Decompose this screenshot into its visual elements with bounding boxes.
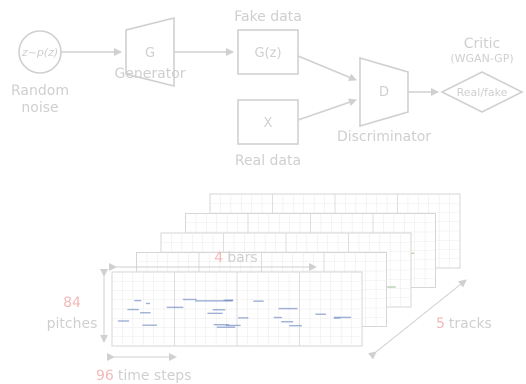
note [182,298,197,301]
note [134,299,142,302]
pitches-number: 84 [63,295,81,311]
pitches-dimension: 84 pitches [47,269,108,343]
critic-title: Critic [464,36,501,52]
real-data-label: X [264,116,273,131]
note [273,316,283,319]
note [253,300,264,302]
note [139,312,151,314]
note [333,317,341,319]
noise-node-label: z~p(z) [21,46,58,59]
note [281,321,294,323]
track-layer [111,271,363,347]
noise-caption-line1: Random [11,83,69,99]
note [195,300,214,302]
pitches-unit: pitches [47,316,98,332]
time-steps-unit: time steps [118,368,192,384]
note [212,309,226,311]
fake-data-title: Fake data [234,9,302,25]
generator-caption: Generator [114,66,185,82]
discriminator-block [359,56,409,128]
note [315,313,327,315]
edge-fake-to-discriminator [297,55,357,82]
bars-unit: bars [227,250,258,266]
bars-number: 4 [214,250,223,266]
discriminator-symbol: D [379,85,389,100]
pianoroll-tensor [111,193,461,347]
critic-diamond [440,71,524,113]
time-steps-number: 96 [96,368,114,384]
discriminator-caption: Discriminator [337,129,431,145]
edge-real-to-discriminator [297,98,357,121]
real-data-caption: Real data [235,153,301,169]
note [142,324,158,326]
note [238,317,249,319]
note [212,300,233,302]
critic-subtitle: (WGAN-GP) [450,52,513,65]
generator-symbol: G [145,46,155,61]
tracks-number: 5 [436,316,445,332]
note [127,308,139,311]
note [225,324,241,327]
tracks-unit: tracks [449,316,492,332]
note [213,324,230,326]
tracks-dimension-line [368,279,467,360]
note [216,326,236,328]
generator-block [125,16,175,88]
note [278,307,298,310]
gan-pipeline: z~p(z) Random noise G Generator Fake dat… [11,9,524,169]
note [207,312,223,315]
note [117,320,130,322]
note [289,324,302,327]
note [166,306,184,309]
fake-data-box [237,29,299,75]
note [146,302,151,305]
fake-data-label: G(z) [254,46,281,61]
real-data-box [237,99,299,145]
note [333,316,352,319]
critic-output: Real/fake [457,86,508,99]
noise-caption-line2: noise [21,100,58,116]
